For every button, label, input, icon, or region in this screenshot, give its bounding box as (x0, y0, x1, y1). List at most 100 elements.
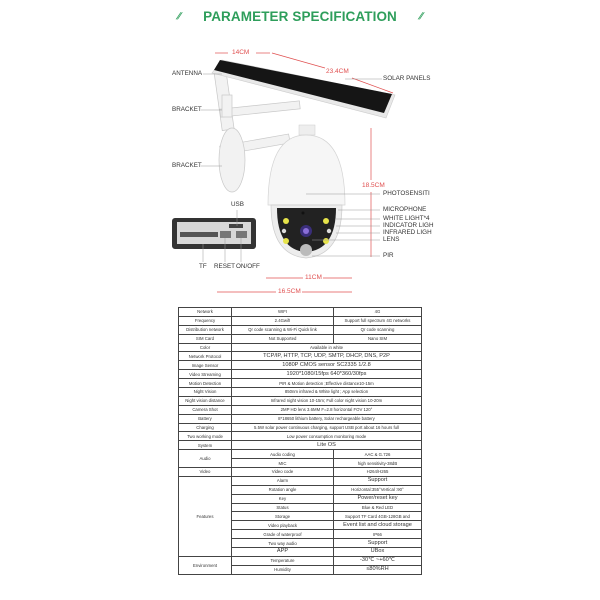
row-label: SIM Card (178, 333, 232, 344)
solar-panel-icon (211, 59, 396, 119)
row-label: Distribution network (178, 324, 232, 335)
row-value: Nano SIM (333, 333, 422, 344)
label-infrared-light: INFRARED LIGH (383, 229, 432, 236)
row-label: Charging (178, 422, 232, 433)
row-value: 5.5W solar power continuous charging, su… (231, 422, 422, 433)
row-label: Audio (178, 449, 232, 469)
sub-label: APP (231, 547, 334, 557)
row-label: Camera Shot (178, 404, 232, 415)
page-title: ⫽PARAMETER SPECIFICATION⫽ (0, 9, 600, 24)
row-value: 1080P CMOS sensor SC2335 1/2.8 (231, 360, 422, 371)
sub-value: -30℃ ~+60℃ (333, 555, 422, 566)
sub-label: Video playback (231, 520, 334, 531)
sub-label: Two way audio (231, 538, 334, 549)
row-label: Night Vision (178, 387, 232, 397)
dim-dome-width: 11CM (305, 274, 322, 281)
row-label: Video (178, 467, 232, 477)
row-value: 8*18650 lithium battery, Solar rechargea… (231, 413, 422, 424)
camera-diagram (172, 52, 396, 293)
row-value: WIFI (231, 307, 334, 317)
row-value: 2MP HD lens 3.6MM F=2.8 horizontal FOV 1… (231, 404, 422, 415)
label-bracket-lower: BRACKET (172, 162, 202, 169)
sub-label: Audio coding (231, 449, 334, 460)
label-white-light: WHITE LIGHT*4 (383, 215, 430, 222)
sub-label: MIC (231, 458, 334, 469)
sub-label: Key (231, 493, 334, 504)
dim-panel-width: 14CM (232, 49, 250, 56)
sub-value: H264/H265 (333, 467, 422, 477)
sub-value: Support (333, 475, 422, 486)
row-label: Environment (178, 555, 232, 575)
row-value: Not Supported (231, 333, 334, 344)
sub-value: UBox (333, 547, 422, 557)
row-value: Infrared night vision 10-15m; Full color… (231, 395, 422, 406)
row-label: Features (178, 475, 232, 557)
label-photosensitive: PHOTOSENSITI (383, 190, 430, 197)
dimension-lines (215, 52, 394, 293)
row-label: Video Streaming (178, 369, 232, 380)
sub-label: Alarm (231, 475, 334, 486)
row-label: Color (178, 342, 232, 353)
dim-height: 18.5CM (362, 182, 385, 189)
sub-value: AAC & G.726 (333, 449, 422, 460)
sub-value: IP66 (333, 529, 422, 540)
row-value: Lite OS (231, 440, 422, 451)
row-value: 850nm infrared & White light ; App selec… (231, 387, 422, 397)
sub-label: Humidity (231, 564, 334, 575)
label-reset: RESET (214, 263, 235, 270)
sub-value: Support (333, 538, 422, 549)
row-label: Network (178, 307, 232, 317)
table-row: Humidity≤80%RH (179, 564, 422, 575)
sub-value: ≤80%RH (333, 564, 422, 575)
label-bracket-upper: BRACKET (172, 106, 202, 113)
row-value: 4G (333, 307, 422, 317)
row-label: Night vision distance (178, 395, 232, 406)
row-value: Available in white (231, 342, 422, 353)
row-label: Two working mode (178, 431, 232, 442)
label-tf: TF (199, 263, 207, 270)
sub-value: Blue & Red LED (333, 502, 422, 513)
sub-value: Event list and cloud storage (333, 520, 422, 531)
label-usb: USB (231, 201, 244, 208)
row-value: Qr code scanning & Wi-Fi Quick link (231, 324, 334, 335)
row-value: Qr code scanning (333, 324, 422, 335)
row-label: System (178, 440, 232, 451)
row-value: PIR & Motion detection ;Effective distan… (231, 378, 422, 389)
label-solar-panels: SOLAR PANELS (383, 75, 431, 82)
sub-value: Horizontal:355°Vertical :90° (333, 484, 422, 495)
sub-label: Storage (231, 511, 334, 522)
row-value: TCP/IP, HTTP, TCP, UDP, SMTP, DHCP, DNS,… (231, 351, 422, 362)
row-label: Frequency (178, 315, 232, 326)
sub-label: Video code (231, 467, 334, 477)
label-microphone: MICROPHONE (383, 206, 427, 213)
row-value: Low power consumption monitoring mode (231, 431, 422, 442)
title-text: PARAMETER SPECIFICATION (203, 9, 397, 24)
sub-value: high sensitivity-38dB (333, 458, 422, 469)
dome-camera-icon (267, 124, 346, 259)
row-label: Battery (178, 413, 232, 424)
sub-label: Grade of waterproof (231, 529, 334, 540)
row-label: Image Sensor (178, 360, 232, 371)
label-onoff: ON/OFF (236, 263, 260, 270)
row-value: 1920*1080/15fps 640*360/30fps (231, 369, 422, 380)
sub-label: Status (231, 502, 334, 513)
